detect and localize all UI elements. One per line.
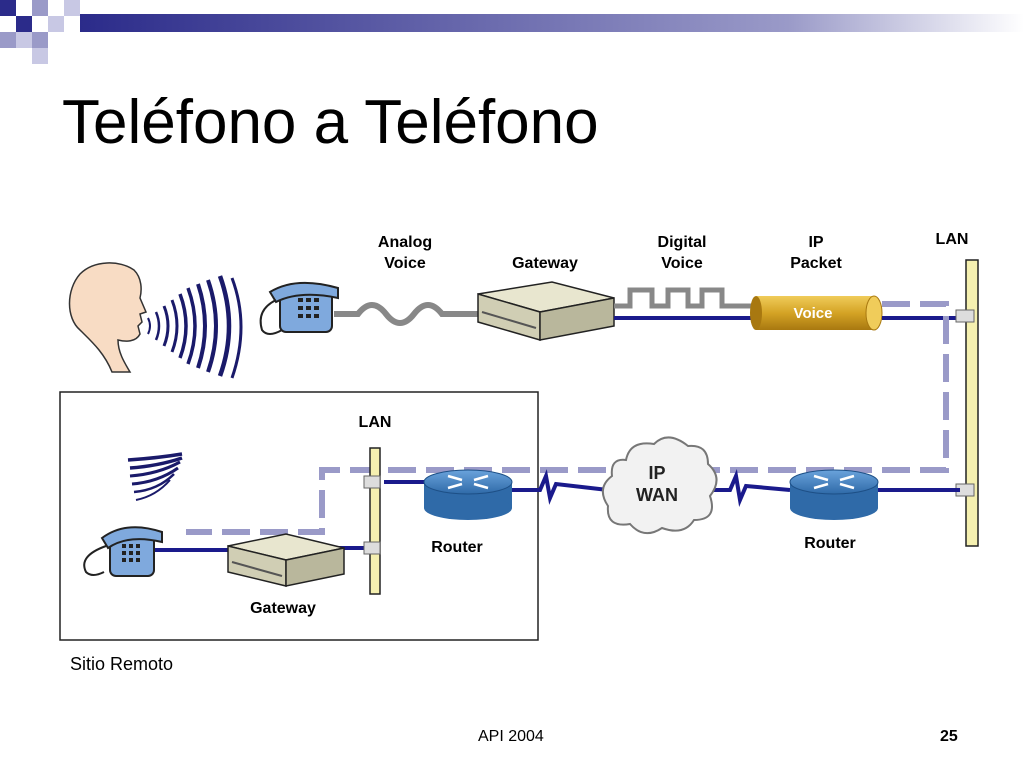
- ip-wan-label: IP WAN: [617, 462, 697, 506]
- analog-voice-label-line2: Voice: [384, 255, 426, 272]
- sound-waves-icon: [127, 452, 183, 501]
- ip-packet-label-line2: Packet: [790, 255, 842, 272]
- remote-site-label: Sitio Remoto: [70, 654, 174, 674]
- gateway-label-top: Gateway: [512, 255, 578, 272]
- digital-voice-label-line1: Digital: [657, 234, 707, 251]
- digital-voice-signal: [614, 287, 754, 309]
- lan-segment-remote: [369, 447, 381, 595]
- ip-wan-label-line1: IP: [648, 463, 666, 483]
- slide-title: Teléfono a Teléfono: [62, 88, 599, 157]
- corner-decoration: [0, 0, 1024, 64]
- router-label-left: Router: [431, 539, 483, 556]
- telephone-icon: [259, 281, 339, 335]
- lan-label-right: LAN: [935, 231, 969, 248]
- footer-text: API 2004: [478, 728, 544, 745]
- router-icon: [423, 469, 513, 520]
- digital-voice-label: Digital Voice: [642, 232, 722, 274]
- sound-waves-icon: [147, 275, 243, 379]
- lan-label-remote: LAN: [358, 414, 392, 431]
- wan-links: [150, 468, 960, 552]
- lan-port: [363, 541, 381, 555]
- ip-wan-label-line2: WAN: [636, 485, 678, 505]
- gateway-device-top: [477, 281, 615, 341]
- router-label-right: Router: [804, 535, 856, 552]
- lan-port: [955, 309, 975, 323]
- analog-voice-label: Analog Voice: [365, 232, 445, 274]
- ip-packet-label: IP Packet: [776, 232, 856, 274]
- voice-packet-label: Voice: [793, 305, 833, 322]
- gateway-device-remote: [227, 533, 345, 587]
- remote-site-box: [59, 391, 539, 641]
- analog-voice-label-line1: Analog: [377, 234, 433, 251]
- analog-voice-cable: [334, 302, 478, 326]
- digital-voice-label-line2: Voice: [661, 255, 703, 272]
- gateway-label-remote: Gateway: [250, 600, 316, 617]
- ip-packet-label-line1: IP: [808, 234, 824, 251]
- voice-packet-cylinder: [750, 295, 883, 331]
- lan-port: [363, 475, 381, 489]
- speaker-head-icon: [68, 262, 148, 373]
- ip-wan-cloud-icon: [601, 436, 718, 535]
- telephone-icon: [83, 526, 163, 577]
- lan-segment-right: [965, 259, 979, 547]
- router-icon: [789, 469, 879, 520]
- page-number: 25: [940, 728, 958, 745]
